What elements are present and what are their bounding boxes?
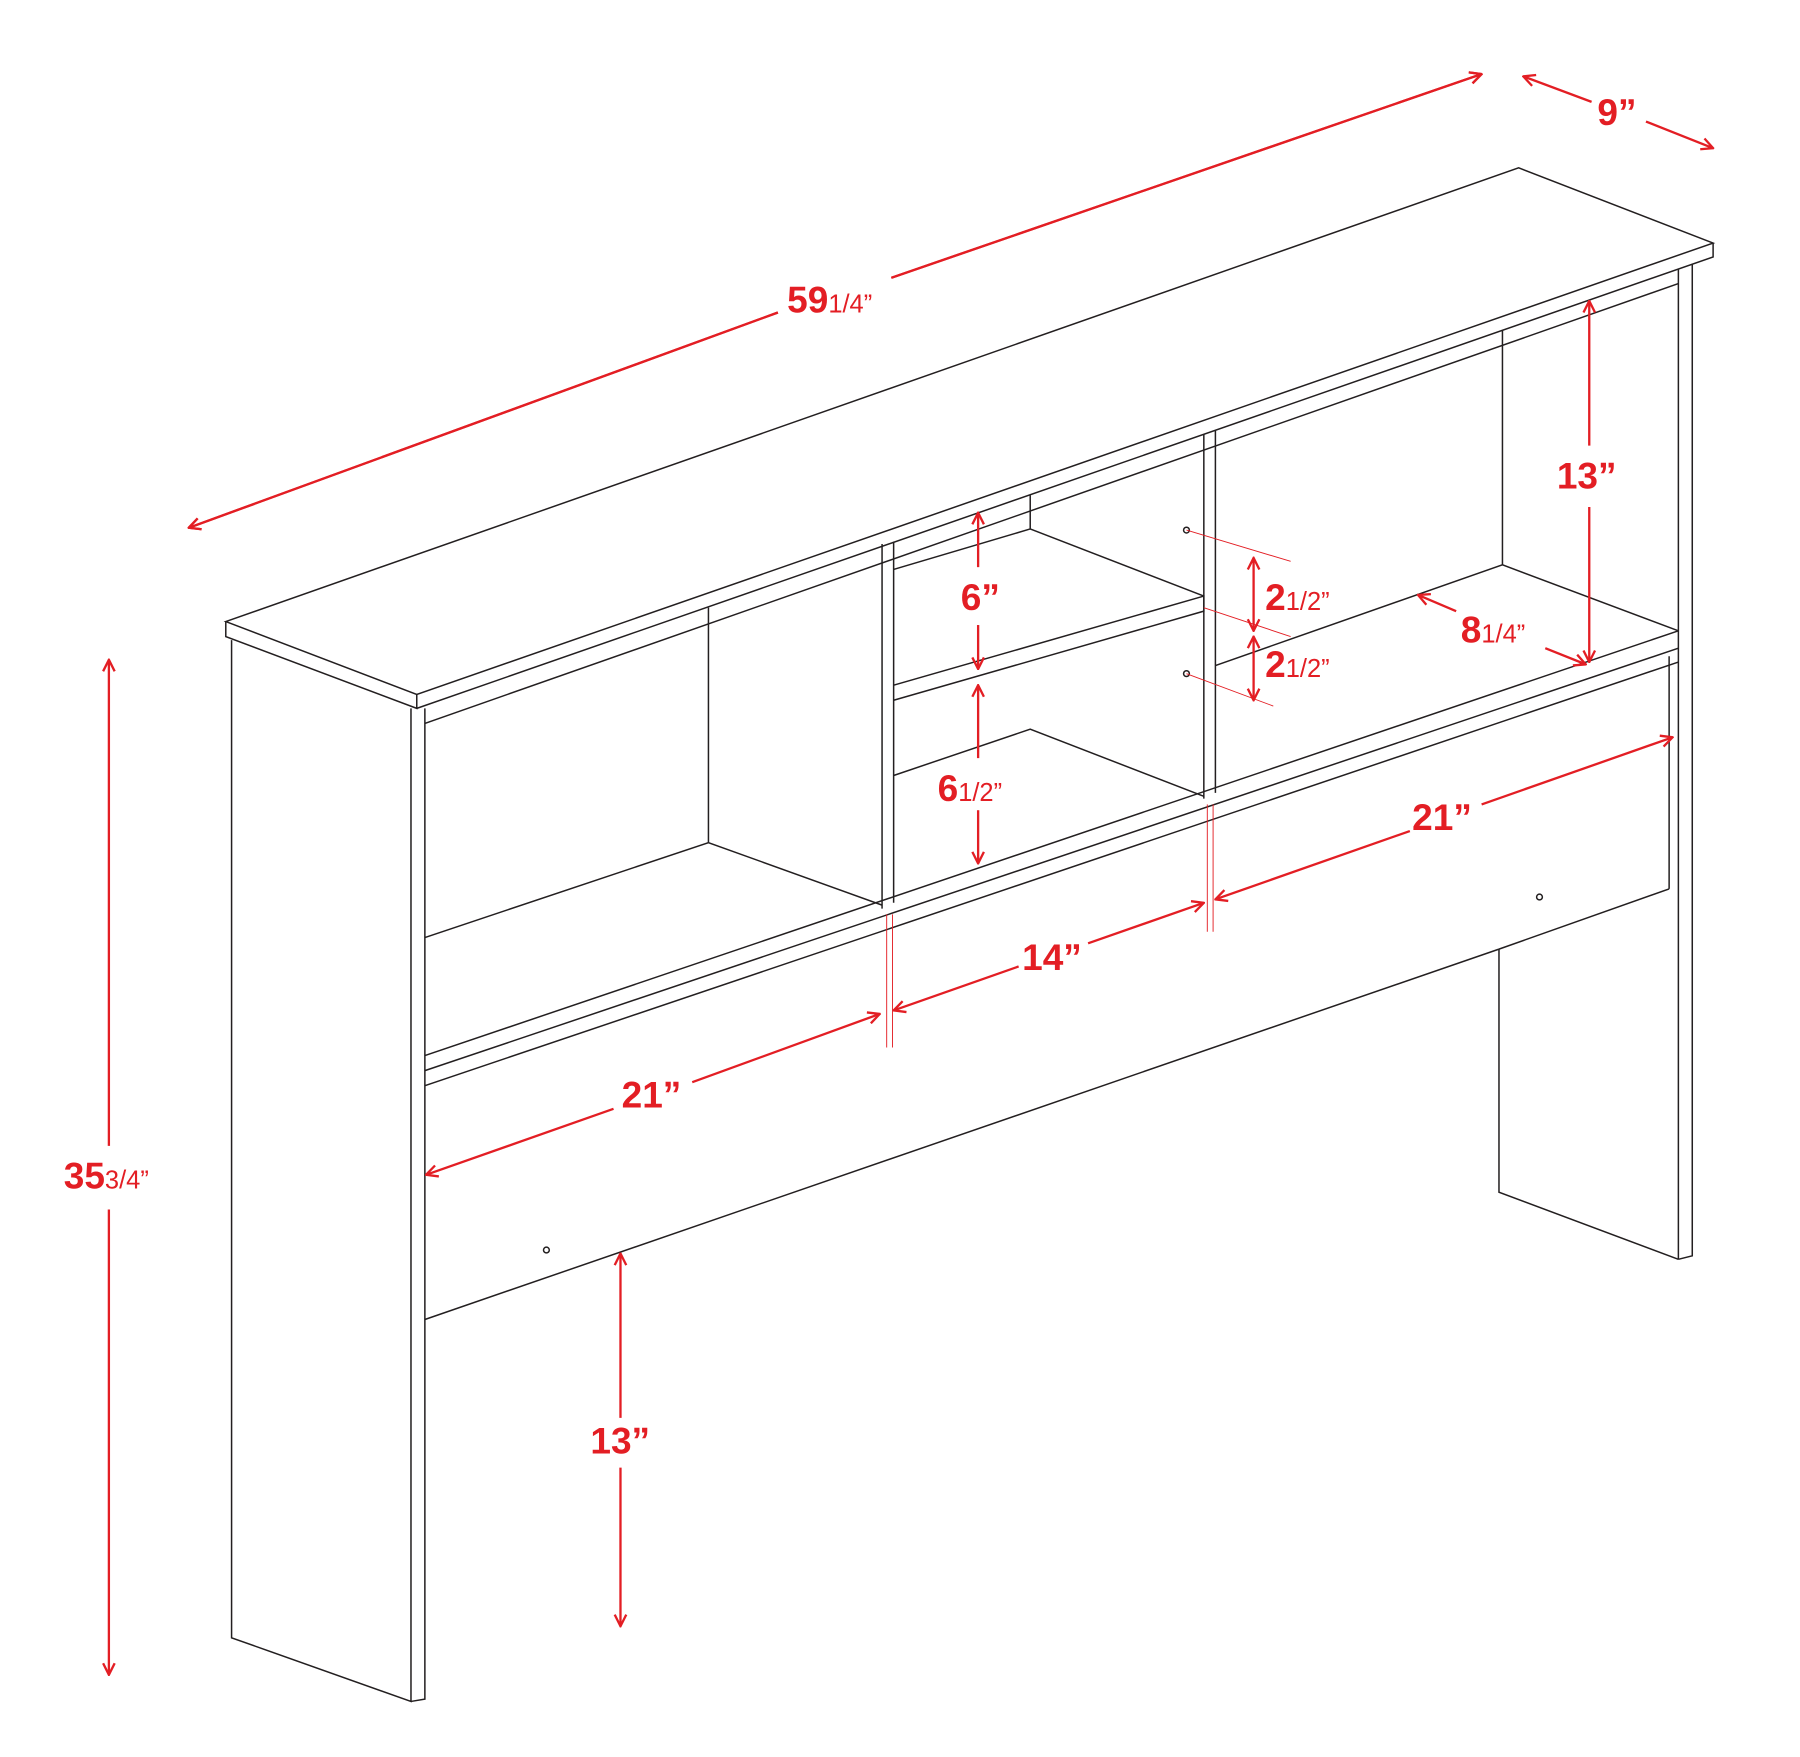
hole-spacing-2-label: 21/2” xyxy=(1265,643,1329,685)
dimension-lines xyxy=(109,74,1713,1675)
left-width-label: 21” xyxy=(622,1074,682,1116)
middle-width-label: 14” xyxy=(1022,936,1082,978)
hole-spacing-1-label: 21/2” xyxy=(1265,576,1329,618)
dimension-labels: 591/4” 9” 353/4” 13” 81/4” 6” 61/2” 21/2… xyxy=(64,91,1637,1462)
depth-label: 9” xyxy=(1597,91,1636,133)
middle-upper-height-label: 6” xyxy=(961,576,1000,618)
middle-lower-height-label: 61/2” xyxy=(938,767,1002,809)
overall-width-label: 591/4” xyxy=(787,279,872,321)
overall-height-label: 353/4” xyxy=(64,1155,149,1197)
leg-clearance-label: 13” xyxy=(590,1420,650,1462)
upper-right-height-label: 13” xyxy=(1557,454,1617,496)
upper-right-depth-label: 81/4” xyxy=(1461,608,1525,650)
furniture-outline xyxy=(223,167,1716,1703)
right-width-label: 21” xyxy=(1412,796,1472,838)
